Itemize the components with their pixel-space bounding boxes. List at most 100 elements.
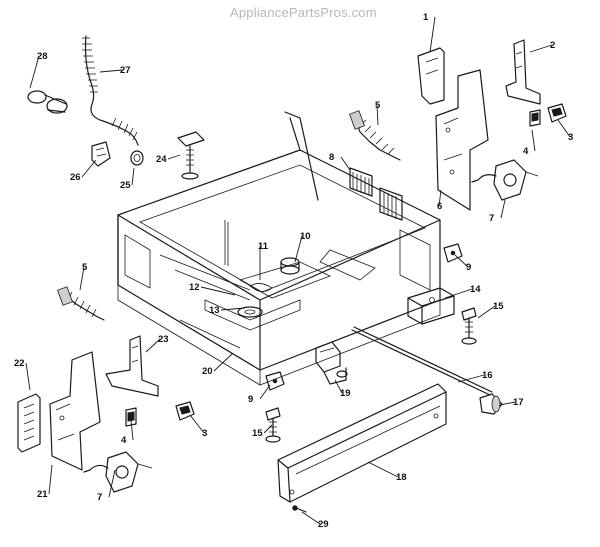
clip-part-26[interactable] bbox=[91, 141, 111, 167]
water-valve-part-19[interactable] bbox=[315, 341, 348, 385]
leader-line-9 bbox=[454, 254, 469, 268]
callout-22[interactable]: 22 bbox=[14, 358, 25, 369]
drain-hose-part-27[interactable] bbox=[82, 35, 139, 146]
callout-2[interactable]: 2 bbox=[550, 40, 555, 51]
leader-line-29 bbox=[301, 511, 321, 525]
leader-line-20 bbox=[213, 353, 233, 372]
callout-18[interactable]: 18 bbox=[396, 472, 407, 483]
leader-line-12 bbox=[200, 286, 236, 296]
leveling-leg-part-15-lower[interactable] bbox=[265, 407, 281, 443]
callout-13[interactable]: 13 bbox=[209, 305, 220, 316]
leader-line-22 bbox=[25, 362, 31, 391]
callout-29[interactable]: 29 bbox=[318, 519, 329, 530]
leader-line-19 bbox=[334, 379, 343, 394]
callout-3[interactable]: 3 bbox=[568, 132, 573, 143]
callout-27[interactable]: 27 bbox=[120, 65, 131, 76]
callout-3[interactable]: 3 bbox=[202, 428, 207, 439]
leader-line-5 bbox=[79, 266, 85, 291]
spring-part-5-upper[interactable] bbox=[349, 110, 401, 161]
side-bracket-part-6[interactable] bbox=[435, 69, 489, 211]
leader-line-9 bbox=[259, 384, 271, 400]
callout-28[interactable]: 28 bbox=[37, 51, 48, 62]
callout-10[interactable]: 10 bbox=[300, 231, 311, 242]
rod-part-16[interactable] bbox=[351, 326, 493, 396]
leader-line-27 bbox=[99, 69, 123, 73]
switch-part-4-upper[interactable] bbox=[529, 109, 541, 127]
callout-7[interactable]: 7 bbox=[489, 213, 494, 224]
spring-part-5-lower[interactable] bbox=[57, 286, 105, 321]
leader-line-3 bbox=[189, 414, 205, 434]
callout-8[interactable]: 8 bbox=[329, 152, 334, 163]
screw-part-29[interactable] bbox=[292, 505, 307, 513]
clip-part-9-upper[interactable] bbox=[443, 243, 463, 263]
callout-20[interactable]: 20 bbox=[202, 366, 213, 377]
bracket-part-23[interactable] bbox=[105, 335, 159, 397]
leveling-leg-part-24[interactable] bbox=[177, 131, 205, 180]
leader-line-4 bbox=[531, 129, 536, 152]
leader-line-6 bbox=[438, 189, 442, 207]
leader-line-8 bbox=[340, 156, 351, 171]
callout-4[interactable]: 4 bbox=[121, 435, 127, 446]
leader-line-7 bbox=[108, 469, 116, 498]
leader-lines bbox=[25, 16, 571, 525]
watermark: AppliancePartsPros.com bbox=[230, 5, 377, 20]
switch-part-4-lower[interactable] bbox=[125, 407, 137, 427]
callout-9[interactable]: 9 bbox=[466, 262, 471, 273]
callout-17[interactable]: 17 bbox=[513, 397, 524, 408]
callout-labels: 1234567891011121314151617181920212223242… bbox=[14, 12, 573, 530]
float-switch-part-7-lower[interactable] bbox=[83, 451, 153, 493]
leader-line-17 bbox=[499, 401, 516, 406]
callout-15[interactable]: 15 bbox=[252, 428, 263, 439]
callout-9[interactable]: 9 bbox=[248, 394, 253, 405]
callout-19[interactable]: 19 bbox=[340, 388, 351, 399]
callout-11[interactable]: 11 bbox=[258, 241, 269, 252]
clip-part-9-lower[interactable] bbox=[265, 371, 285, 391]
leader-line-7 bbox=[500, 199, 506, 219]
seal-part-11[interactable] bbox=[249, 283, 273, 292]
callout-14[interactable]: 14 bbox=[470, 284, 481, 295]
kick-plate-part-18[interactable] bbox=[277, 383, 447, 503]
leader-line-10 bbox=[294, 235, 303, 263]
panel-part-22[interactable] bbox=[17, 393, 41, 453]
callout-16[interactable]: 16 bbox=[482, 370, 493, 381]
side-bracket-part-21[interactable] bbox=[49, 351, 101, 471]
leader-line-16 bbox=[457, 374, 485, 383]
callout-21[interactable]: 21 bbox=[37, 489, 48, 500]
hose-clamp-part-28[interactable] bbox=[27, 90, 68, 114]
callout-26[interactable]: 26 bbox=[70, 172, 81, 183]
leader-line-21 bbox=[48, 464, 53, 495]
callout-25[interactable]: 25 bbox=[120, 180, 131, 191]
callout-7[interactable]: 7 bbox=[97, 492, 102, 503]
float-switch-part-7-upper[interactable] bbox=[471, 159, 539, 201]
callout-12[interactable]: 12 bbox=[189, 282, 200, 293]
grommet-part-25[interactable] bbox=[130, 150, 144, 166]
callout-1[interactable]: 1 bbox=[423, 12, 429, 23]
end-cap-part-17[interactable] bbox=[479, 393, 503, 415]
callout-23[interactable]: 23 bbox=[158, 334, 169, 345]
leader-line-25 bbox=[131, 167, 135, 186]
callout-15[interactable]: 15 bbox=[493, 301, 504, 312]
callout-6[interactable]: 6 bbox=[437, 201, 442, 212]
latch-block-part-3-lower[interactable] bbox=[175, 401, 195, 421]
bracket-part-1[interactable] bbox=[417, 47, 445, 105]
terminal-block-part-8[interactable] bbox=[349, 167, 403, 221]
callout-24[interactable]: 24 bbox=[156, 154, 167, 165]
callout-5[interactable]: 5 bbox=[82, 262, 88, 273]
leader-line-4 bbox=[130, 419, 134, 441]
box-bracket-part-14[interactable] bbox=[407, 287, 455, 325]
leader-line-23 bbox=[145, 338, 161, 353]
leader-line-1 bbox=[429, 16, 436, 53]
leader-line-5 bbox=[376, 104, 379, 126]
leveling-leg-part-15-upper[interactable] bbox=[461, 307, 477, 345]
callout-4[interactable]: 4 bbox=[523, 146, 529, 157]
latch-block-part-3-upper[interactable] bbox=[547, 103, 567, 123]
leader-line-14 bbox=[444, 288, 473, 299]
leader-line-13 bbox=[220, 307, 246, 311]
leader-line-24 bbox=[167, 154, 181, 160]
bracket-part-2[interactable] bbox=[505, 39, 541, 105]
leader-line-2 bbox=[529, 44, 553, 53]
leader-line-28 bbox=[29, 55, 40, 89]
callout-5[interactable]: 5 bbox=[375, 100, 381, 111]
